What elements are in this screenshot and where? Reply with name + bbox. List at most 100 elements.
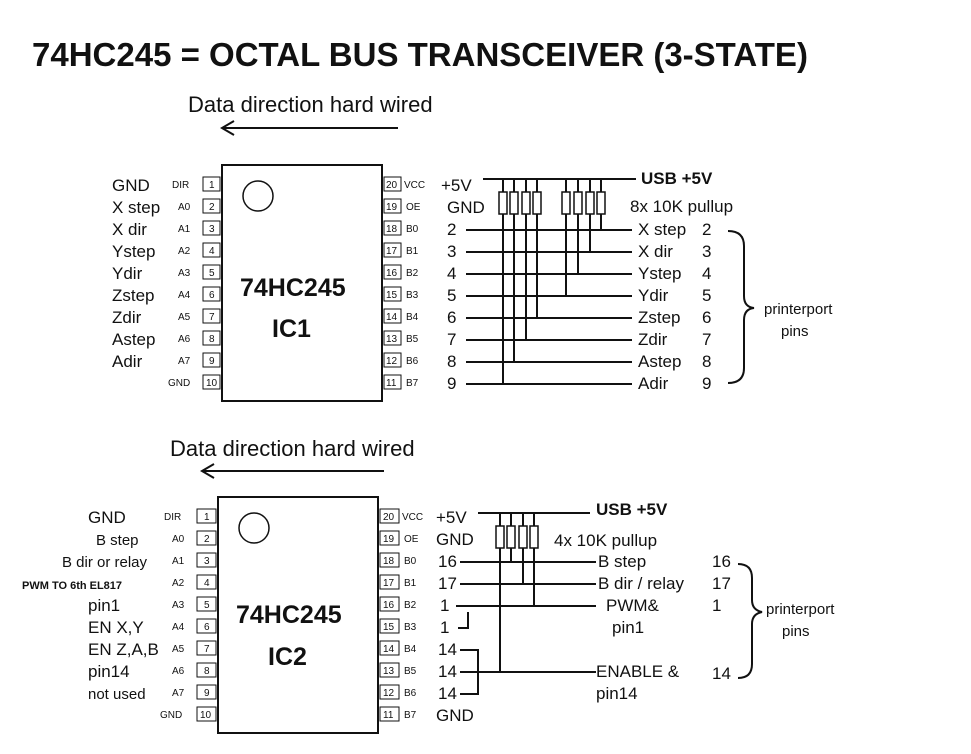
ic1-b-number: 9 <box>447 374 456 393</box>
ic1-left-signal: Zstep <box>112 286 155 305</box>
ic2-pin-name: A0 <box>172 534 185 545</box>
ic1-b-number: 7 <box>447 330 456 349</box>
ic1-section: Data direction hard wired 74HC245 IC1 GN… <box>112 92 833 402</box>
ic2-left-pins: DIR A0 A1 A2 A3 A4 A5 A6 A7 GND 1 2 3 4 … <box>160 508 217 722</box>
ic2-output-name: B step <box>598 552 646 571</box>
ic1-output-name: Adir <box>638 374 669 393</box>
ic2-left-signals: GND B step B dir or relay PWM TO 6th EL8… <box>22 508 159 703</box>
ic2-output-name: ENABLE & <box>596 662 680 681</box>
ic2-pin-number: 7 <box>204 644 210 655</box>
ic2-pin-number: 12 <box>383 688 395 699</box>
ic1-pin-number: 18 <box>386 224 398 235</box>
ic1-pin-name: A2 <box>178 246 191 257</box>
ic1-chip-ref: IC1 <box>272 315 311 343</box>
ic1-output-name: Ydir <box>638 286 669 305</box>
ic1-pin-name: B0 <box>406 224 419 235</box>
ic1-pin-name: OE <box>406 202 421 213</box>
ic2-direction-arrow-icon <box>200 463 384 479</box>
ic1-pin-name: DIR <box>172 180 189 191</box>
ic2-pullup-label: 4x 10K pullup <box>554 531 657 550</box>
ic2-pin-number: 1 <box>204 512 210 523</box>
ic2-output-name: PWM& <box>606 596 660 615</box>
ic1-pin-number: 7 <box>209 312 215 323</box>
ic1-direction-arrow-icon <box>220 120 398 136</box>
ic1-left-signal: X step <box>112 198 160 217</box>
ic1-pin-name: GND <box>168 378 190 389</box>
ic2-pin-name: A5 <box>172 644 185 655</box>
ic2-pin-name: B4 <box>404 644 417 655</box>
ic1-direction-caption: Data direction hard wired <box>188 92 433 117</box>
ic2-left-signal: B dir or relay <box>62 554 148 571</box>
ic2-brace-icon <box>737 563 763 679</box>
ic1-output-pin: 4 <box>702 264 711 283</box>
ic1-output-name: X step <box>638 220 686 239</box>
ic1-pin-name: A7 <box>178 356 191 367</box>
ic1-left-signal: Ystep <box>112 242 155 261</box>
ic1-pin-name: B3 <box>406 290 419 301</box>
ic2-pin-name: A6 <box>172 666 185 677</box>
ic1-left-signal: Adir <box>112 352 143 371</box>
ic1-pin-number: 5 <box>209 268 215 279</box>
ic1-output-name: Astep <box>638 352 681 371</box>
ic1-outputs: X step X dir Ystep Ydir Zstep Zdir Astep… <box>638 220 711 393</box>
ic1-left-signals: GND X step X dir Ystep Ydir Zstep Zdir A… <box>112 176 160 371</box>
ic2-pin-name: B2 <box>404 600 417 611</box>
ic2-pin-number: 11 <box>383 710 394 721</box>
ic1-printerport-label-2: pins <box>781 323 809 340</box>
ic1-b-numbers: 2 3 4 5 6 7 8 9 <box>447 220 456 393</box>
ic2-pin-number: 14 <box>383 644 395 655</box>
ic2-pin-number: 13 <box>383 666 395 677</box>
ic2-left-signal: EN Z,A,B <box>88 640 159 659</box>
ic2-pin-number: 6 <box>204 622 210 633</box>
ic2-output-name: B dir / relay <box>598 574 684 593</box>
ic1-left-signal: GND <box>112 176 150 195</box>
ic2-b-number: 14 <box>438 640 457 659</box>
ic1-output-pin: 5 <box>702 286 711 305</box>
ic1-output-name: Zstep <box>638 308 681 327</box>
ic1-b-number: 3 <box>447 242 456 261</box>
ic2-vcc-label: +5V <box>436 508 467 527</box>
ic2-pin-name: DIR <box>164 512 181 523</box>
ic2-left-signal: B step <box>96 532 139 549</box>
ic2-direction-caption: Data direction hard wired <box>170 436 415 461</box>
ic1-pin-number: 19 <box>386 202 398 213</box>
ic2-chip-part: 74HC245 <box>236 601 342 629</box>
ic1-pullup-label: 8x 10K pullup <box>630 197 733 216</box>
ic2-section: Data direction hard wired 74HC245 IC2 GN… <box>22 436 835 734</box>
ic2-output-pin: 16 <box>712 552 731 571</box>
ic2-pin-name: A3 <box>172 600 185 611</box>
ic1-pin-name: A0 <box>178 202 191 213</box>
ic1-pin-name: A1 <box>178 224 191 235</box>
ic2-left-signal: GND <box>88 508 126 527</box>
ic2-notch-icon <box>238 512 270 544</box>
ic1-pin-number: 6 <box>209 290 215 301</box>
ic2-pin-name: B3 <box>404 622 417 633</box>
ic2-pin-name: GND <box>160 710 182 721</box>
ic1-pin-name: B6 <box>406 356 419 367</box>
ic1-pin-number: 11 <box>386 378 397 389</box>
ic1-right-pins: 20 19 18 17 16 15 14 13 12 11 VCC OE B0 … <box>383 176 425 390</box>
ic1-pin-name: A5 <box>178 312 191 323</box>
ic2-pin-name: A7 <box>172 688 185 699</box>
ic1-left-signal: Ydir <box>112 264 143 283</box>
ic2-left-signal: pin1 <box>88 596 120 615</box>
ic1-pin-number: 20 <box>386 180 398 191</box>
ic1-pin-name: A3 <box>178 268 191 279</box>
ic1-pin-number: 4 <box>209 246 215 257</box>
ic1-output-pin: 9 <box>702 374 711 393</box>
ic1-b-number: 5 <box>447 286 456 305</box>
ic2-pin-name: B1 <box>404 578 417 589</box>
ic1-left-signal: Zdir <box>112 308 142 327</box>
ic2-output-pin: 1 <box>712 596 721 615</box>
ic2-left-signal: pin14 <box>88 662 130 681</box>
ic2-pin-number: 2 <box>204 534 210 545</box>
ic1-pin-name: VCC <box>404 180 425 191</box>
ic2-pin-number: 19 <box>383 534 395 545</box>
ic1-pin-name: B5 <box>406 334 419 345</box>
ic1-output-pin: 8 <box>702 352 711 371</box>
ic2-pin-name: A2 <box>172 578 185 589</box>
ic1-pin-number: 1 <box>209 180 215 191</box>
ic2-b-number: 1 <box>440 596 449 615</box>
ic2-output-pin: 14 <box>712 664 731 683</box>
